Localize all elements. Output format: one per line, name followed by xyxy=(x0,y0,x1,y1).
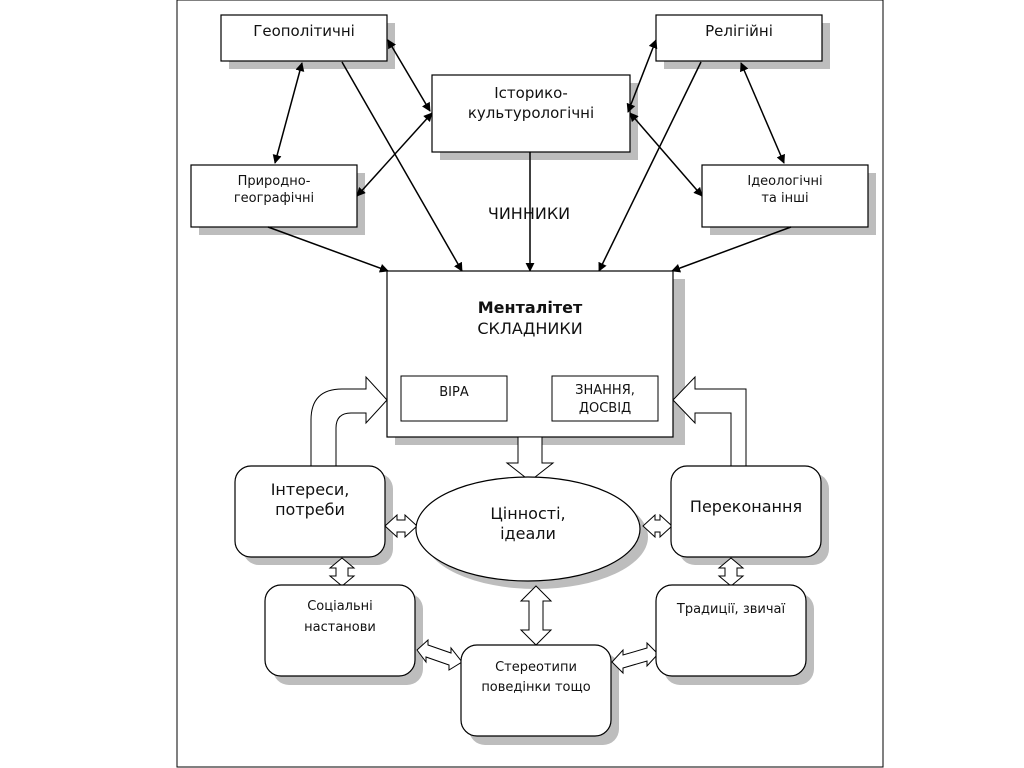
label-values-line1: Цінності, xyxy=(490,504,565,523)
block-arrow-interests-mentality xyxy=(310,375,388,467)
factor-arrows xyxy=(267,39,792,273)
label-stereotypes-line2: поведінки тощо xyxy=(481,680,590,695)
box-beliefs: Переконання xyxy=(670,465,822,558)
factors-label: ЧИННИКИ xyxy=(488,204,570,223)
label-values-line2: ідеали xyxy=(500,524,556,543)
block-arrow-beliefs-mentality xyxy=(672,375,747,467)
block-arrow-mentality-values xyxy=(505,436,555,482)
ellipse-values: Цінності, ідеали xyxy=(415,476,641,582)
arrow-ideological-mentality xyxy=(671,226,792,273)
box-natural-geographic: Природно- географічні xyxy=(190,164,358,228)
box-traditions: Традиції, звичаї xyxy=(655,584,807,677)
label-social-line2: настанови xyxy=(304,620,376,635)
label-natural-line1: Природно- xyxy=(238,174,311,189)
box-historical-cultural: Історико- культурологічні xyxy=(431,74,631,153)
arrow-geo-natural xyxy=(272,62,305,164)
label-traditions: Традиції, звичаї xyxy=(676,602,786,617)
label-natural-line2: географічні xyxy=(234,191,314,206)
label-interests-line2: потреби xyxy=(275,500,345,519)
label-social-line1: Соціальні xyxy=(307,599,373,614)
label-beliefs: Переконання xyxy=(690,497,802,516)
arrow-historical-ideological xyxy=(629,112,703,197)
label-geopolitical: Геополітичні xyxy=(253,22,355,40)
block-arrows xyxy=(310,375,747,675)
label-stereotypes-line1: Стереотипи xyxy=(495,660,577,675)
knowledge-box xyxy=(551,375,659,422)
box-religious: Релігійні xyxy=(655,14,823,62)
box-interests: Інтереси, потреби xyxy=(234,465,386,558)
label-ideological-line2: та інші xyxy=(761,191,808,206)
knowledge-label-line1: ЗНАННЯ, xyxy=(575,383,635,398)
knowledge-label-line2: ДОСВІД xyxy=(579,401,631,416)
mentality-subtitle: СКЛАДНИКИ xyxy=(477,319,582,338)
mentality-title: Менталітет xyxy=(478,298,583,317)
label-historical-line2: культурологічні xyxy=(468,104,594,122)
label-interests-line1: Інтереси, xyxy=(271,480,350,499)
box-geopolitical: Геополітичні xyxy=(220,14,388,62)
label-ideological-line1: Ідеологічні xyxy=(747,174,822,189)
label-religious: Релігійні xyxy=(705,22,773,40)
faith-label: ВІРА xyxy=(439,385,469,400)
box-mentality: Менталітет СКЛАДНИКИ ВІРА ЗНАННЯ, ДОСВІД xyxy=(386,270,674,438)
label-historical-line1: Історико- xyxy=(494,84,568,102)
faith-box xyxy=(400,375,508,422)
arrow-religious-ideological xyxy=(740,62,785,164)
arrow-historical-natural xyxy=(356,112,433,197)
box-stereotypes: Стереотипи поведінки тощо xyxy=(460,644,612,737)
box-social-attitudes: Соціальні настанови xyxy=(264,584,416,677)
box-ideological: Ідеологічні та інші xyxy=(701,164,869,228)
arrow-geo-historical xyxy=(387,39,431,112)
arrow-religious-historical xyxy=(626,39,658,113)
arrow-natural-mentality xyxy=(267,226,389,273)
